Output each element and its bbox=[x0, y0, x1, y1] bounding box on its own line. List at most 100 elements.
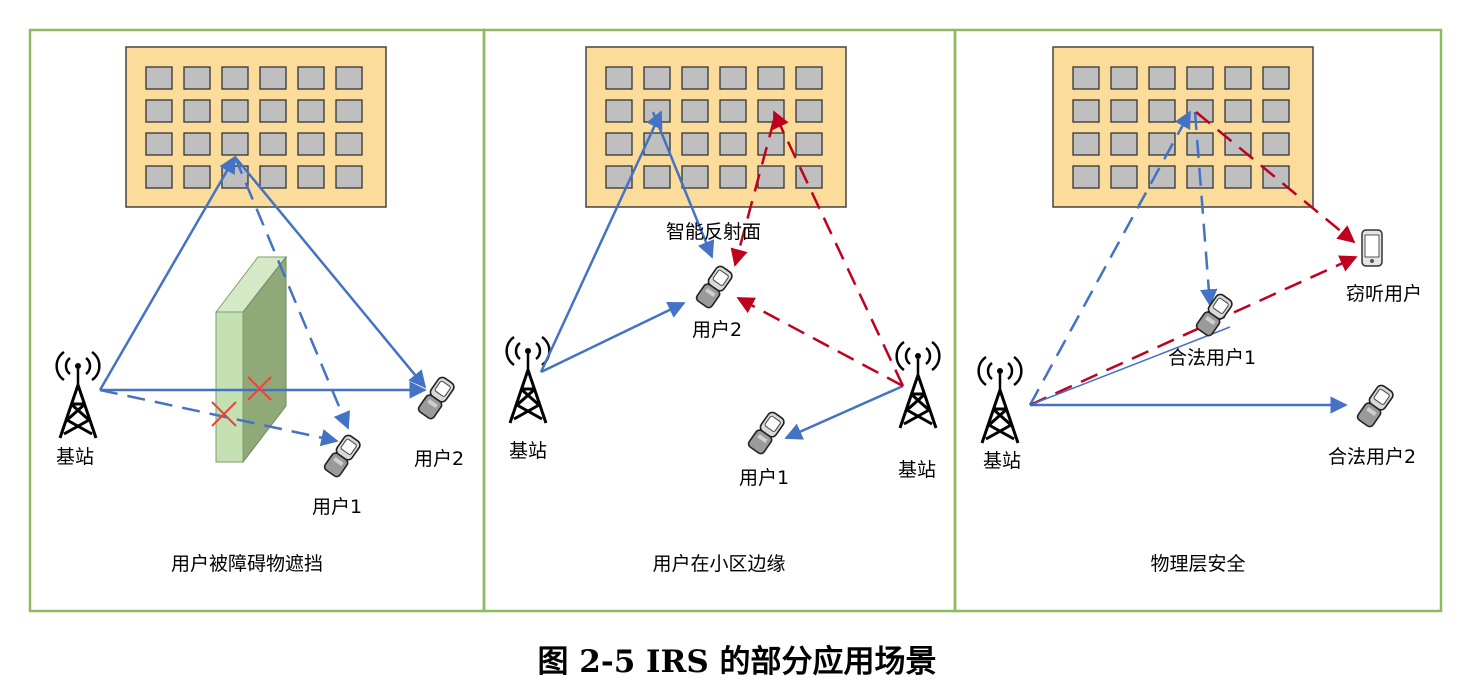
window-tile bbox=[795, 66, 823, 90]
window-tile bbox=[757, 132, 785, 156]
window-tile bbox=[757, 165, 785, 189]
mobile-phone-icon bbox=[417, 376, 455, 420]
window-tile bbox=[145, 99, 173, 123]
window-tile bbox=[1262, 132, 1290, 156]
window-tile bbox=[1148, 66, 1176, 90]
mobile-phone-icon bbox=[747, 411, 785, 455]
mobile-phone-icon bbox=[323, 434, 361, 478]
window-tile bbox=[1110, 165, 1138, 189]
mobile-phone-icon bbox=[1195, 293, 1233, 337]
window-tile bbox=[259, 66, 287, 90]
panel-3-border bbox=[953, 28, 1443, 613]
user1-label: 用户1 bbox=[312, 496, 362, 518]
window-tile bbox=[221, 66, 249, 90]
window-tile bbox=[719, 66, 747, 90]
window-tile bbox=[757, 66, 785, 90]
window-tile bbox=[1110, 99, 1138, 123]
window-tile bbox=[681, 132, 709, 156]
window-tile bbox=[183, 165, 211, 189]
user1-label: 用户1 bbox=[739, 467, 789, 489]
user2-label: 用户2 bbox=[692, 319, 742, 341]
window-tile bbox=[1224, 132, 1252, 156]
window-tile bbox=[145, 165, 173, 189]
window-tile bbox=[719, 165, 747, 189]
panel-1-arrows bbox=[98, 155, 427, 447]
window-tile bbox=[795, 99, 823, 123]
window-tile bbox=[259, 99, 287, 123]
window-tile bbox=[335, 132, 363, 156]
cell-tower-icon bbox=[977, 355, 1023, 444]
window-tile bbox=[643, 66, 671, 90]
window-tile bbox=[1186, 66, 1214, 90]
window-tile bbox=[1072, 132, 1100, 156]
window-tile bbox=[297, 165, 325, 189]
window-tile bbox=[1072, 99, 1100, 123]
panel-2-title: 用户在小区边缘 bbox=[652, 553, 785, 575]
window-tile bbox=[795, 132, 823, 156]
window-tile bbox=[719, 99, 747, 123]
mobile-phone-icon bbox=[1356, 384, 1394, 428]
window-tile bbox=[1148, 132, 1176, 156]
window-tile bbox=[1148, 99, 1176, 123]
window-tile bbox=[1072, 165, 1100, 189]
window-tile bbox=[297, 132, 325, 156]
window-tile bbox=[297, 99, 325, 123]
window-tile bbox=[1262, 66, 1290, 90]
obstacle-wall-icon bbox=[214, 255, 288, 464]
window-tile bbox=[335, 165, 363, 189]
window-tile bbox=[1072, 66, 1100, 90]
window-tile bbox=[681, 165, 709, 189]
window-tile bbox=[1186, 99, 1214, 123]
building-icon bbox=[125, 46, 387, 208]
base-station-label: 基站 bbox=[56, 446, 94, 468]
panel-2-arrows bbox=[539, 110, 905, 440]
cell-tower-icon bbox=[895, 340, 941, 429]
window-tile bbox=[681, 99, 709, 123]
window-tile bbox=[221, 99, 249, 123]
window-tile bbox=[145, 66, 173, 90]
window-tile bbox=[1110, 132, 1138, 156]
cell-tower-icon bbox=[55, 350, 101, 439]
cell-tower-icon bbox=[505, 335, 551, 424]
window-tile bbox=[1224, 66, 1252, 90]
window-tile bbox=[681, 66, 709, 90]
user2-label: 用户2 bbox=[414, 448, 464, 470]
window-tile bbox=[719, 132, 747, 156]
smartphone-icon bbox=[1361, 229, 1383, 267]
window-tile bbox=[335, 66, 363, 90]
window-tile bbox=[605, 99, 633, 123]
window-tile bbox=[605, 66, 633, 90]
window-tile bbox=[259, 165, 287, 189]
irs-label: 智能反射面 bbox=[666, 221, 761, 243]
window-tile bbox=[1148, 165, 1176, 189]
window-tile bbox=[1224, 165, 1252, 189]
window-tile bbox=[1110, 66, 1138, 90]
panel-1-title: 用户被障碍物遮挡 bbox=[171, 553, 323, 575]
panel-3-title: 物理层安全 bbox=[1150, 553, 1245, 575]
window-tile bbox=[259, 132, 287, 156]
window-tile bbox=[757, 99, 785, 123]
window-tile bbox=[145, 132, 173, 156]
window-tile bbox=[183, 66, 211, 90]
window-tile bbox=[183, 132, 211, 156]
window-tile bbox=[183, 99, 211, 123]
window-tile bbox=[297, 66, 325, 90]
base-station-left-label: 基站 bbox=[509, 440, 547, 462]
window-tile bbox=[221, 132, 249, 156]
mobile-phone-icon bbox=[695, 265, 733, 309]
window-tile bbox=[605, 132, 633, 156]
eavesdropper-label: 窃听用户 bbox=[1346, 283, 1422, 305]
base-station-label: 基站 bbox=[983, 450, 1021, 472]
window-tile bbox=[335, 99, 363, 123]
legit-user2-label: 合法用户2 bbox=[1328, 446, 1416, 468]
window-tile bbox=[1186, 132, 1214, 156]
window-tile bbox=[1262, 99, 1290, 123]
blocked-x-icon bbox=[247, 376, 272, 401]
figure-caption: 图 2-5 IRS 的部分应用场景 bbox=[537, 644, 936, 680]
window-tile bbox=[1224, 99, 1252, 123]
legit-user1-label: 合法用户1 bbox=[1168, 347, 1256, 369]
blocked-x-icon bbox=[211, 401, 237, 427]
panel-3-arrows bbox=[1028, 110, 1358, 414]
base-station-right-label: 基站 bbox=[898, 459, 936, 481]
